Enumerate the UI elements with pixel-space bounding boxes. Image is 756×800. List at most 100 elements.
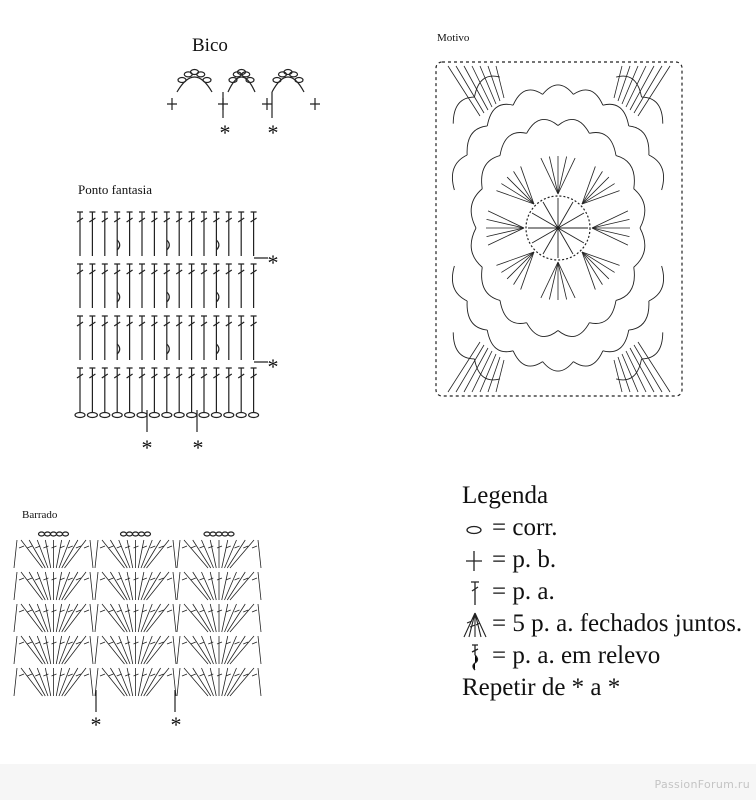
footer-bar: [0, 764, 756, 800]
double-crochet-icon: [143, 667, 164, 697]
stitch-line: [176, 539, 262, 569]
double-crochet-icon: [99, 667, 125, 697]
double-crochet-icon: [151, 315, 158, 360]
double-crochet-icon: [26, 635, 46, 665]
cluster-5-icon: [501, 183, 535, 205]
cluster-5-icon: [581, 251, 603, 285]
post-stitch-icon: [166, 343, 170, 355]
chain-arc: [452, 96, 475, 124]
double-crochet-icon: [208, 635, 217, 665]
cluster-5-icon: [581, 171, 603, 205]
double-crochet-icon: [229, 635, 258, 665]
double-crochet-icon: [64, 571, 90, 601]
double-crochet-icon: [89, 315, 96, 360]
repeat-star-icon: *: [193, 435, 204, 460]
stitch-line: [176, 603, 262, 633]
double-crochet-icon: [137, 667, 148, 697]
post-stitch-icon: [116, 291, 121, 303]
corner-stitch: [495, 359, 505, 393]
cluster-5-icon: [591, 227, 630, 238]
double-crochet-icon: [163, 263, 171, 308]
double-crochet-icon: [18, 635, 43, 665]
legend-text: = 5 p. a. fechados juntos.: [492, 610, 743, 637]
double-crochet-icon: [55, 635, 65, 665]
chain-arc: [615, 155, 635, 189]
double-crochet-icon: [213, 211, 220, 256]
legend-item: = corr.: [462, 512, 742, 544]
legend-repeat-note: Repetir de * a *: [462, 674, 621, 701]
double-crochet-icon: [126, 211, 133, 256]
chain-arc: [486, 329, 514, 353]
double-crochet-icon: [237, 367, 245, 412]
motif-spoke: [531, 212, 559, 229]
chain-arc: [602, 103, 630, 127]
double-crochet-icon: [221, 635, 231, 665]
chain-arc: [648, 154, 665, 191]
chain-oval-icon: [49, 531, 58, 537]
chain-arc: [526, 322, 559, 337]
corner-stitch: [617, 356, 631, 393]
corner-stitch: [613, 359, 623, 393]
ponto-fantasia-chart: ****: [74, 211, 279, 460]
double-crochet-icon: [188, 263, 195, 308]
repeat-star-icon: *: [91, 712, 102, 737]
stitch-line: [13, 667, 94, 697]
double-crochet-icon: [181, 603, 209, 633]
corner-stitch: [633, 65, 663, 114]
double-crochet-icon: [55, 603, 65, 633]
post-stitch-icon: [116, 343, 121, 355]
double-crochet-icon: [133, 636, 139, 664]
double-crochet-icon: [43, 603, 52, 633]
double-crochet-icon: [35, 571, 49, 601]
chain-oval-icon: [111, 411, 123, 419]
chain-oval-icon: [215, 531, 223, 537]
chain-oval-icon: [99, 411, 111, 419]
cluster-5-icon: [548, 261, 559, 300]
chain-arc: [628, 125, 650, 156]
chain-oval-icon: [294, 76, 304, 84]
double-crochet-icon: [101, 315, 109, 360]
cluster-5-icon: [540, 261, 559, 299]
chain-arc: [616, 358, 642, 381]
stitch-line: [176, 571, 262, 601]
chain-arc: [542, 84, 574, 95]
double-crochet-icon: [181, 635, 209, 665]
double-crochet-icon: [237, 211, 245, 256]
cluster-5-icon: [591, 210, 629, 229]
chain-arc: [466, 300, 488, 331]
chain-arc: [466, 125, 488, 156]
double-crochet-icon: [188, 211, 195, 256]
double-crochet-icon: [55, 667, 65, 697]
chain-arc: [628, 300, 650, 331]
double-crochet-icon: [146, 571, 173, 601]
corner-stitch: [617, 65, 631, 102]
double-crochet-icon: [225, 263, 233, 308]
double-crochet-icon: [26, 603, 46, 633]
double-crochet-icon: [124, 603, 134, 633]
stitch-line: [94, 603, 177, 633]
barrado-title: Barrado: [22, 509, 58, 521]
motif-spoke: [531, 227, 559, 244]
double-crochet-icon: [76, 315, 84, 360]
double-crochet-icon: [61, 539, 82, 569]
double-crochet-icon: [140, 635, 156, 665]
double-crochet-icon: [199, 571, 214, 601]
cross-icon: [262, 98, 272, 110]
corner-stitch: [621, 65, 639, 105]
double-crochet-icon: [116, 603, 131, 633]
double-crochet-icon: [188, 367, 195, 412]
chain-oval-icon: [177, 76, 187, 84]
post-stitch-icon: [215, 239, 220, 251]
double-crochet-icon: [200, 211, 208, 256]
cluster-5-icon: [463, 612, 487, 638]
chain-arc: [573, 89, 604, 106]
double-crochet-icon: [43, 635, 52, 665]
double-crochet-icon: [216, 540, 223, 568]
cluster-5-icon: [487, 210, 525, 229]
cross-icon: [466, 551, 482, 571]
double-crochet-icon: [221, 667, 231, 697]
double-crochet-icon: [143, 571, 164, 601]
double-crochet-icon: [55, 571, 65, 601]
double-crochet-icon: [221, 571, 231, 601]
corner-stitch: [487, 65, 501, 102]
